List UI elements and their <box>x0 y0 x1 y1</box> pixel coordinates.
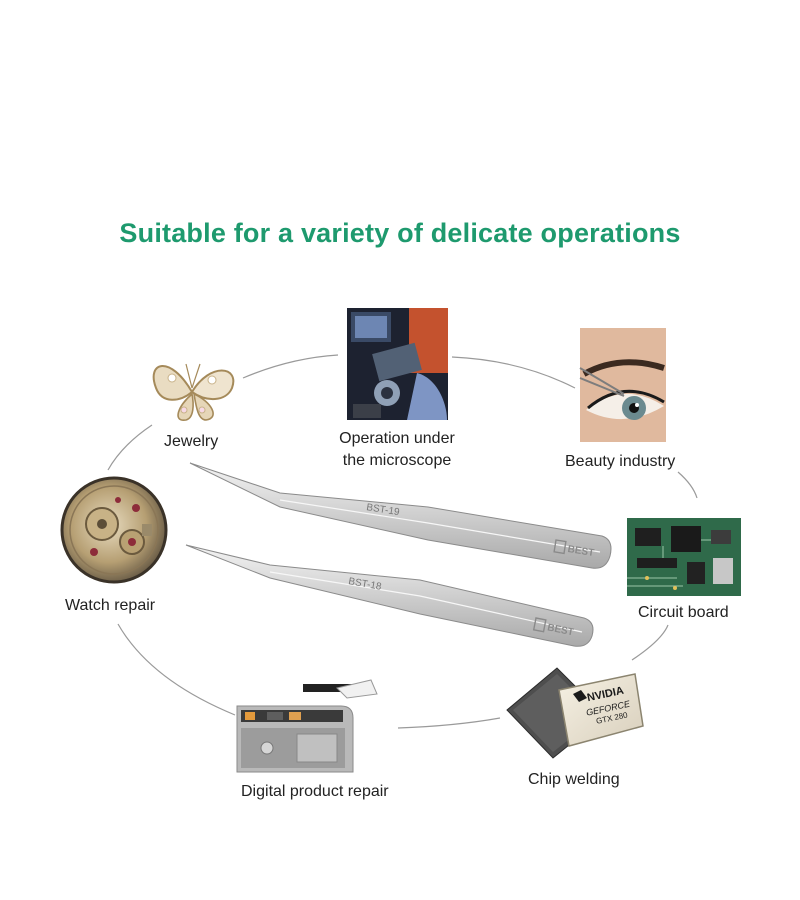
headline: Suitable for a variety of delicate opera… <box>119 218 681 248</box>
watch-movement-icon <box>60 476 168 584</box>
arc-microscope-beauty <box>451 356 576 389</box>
tweezer-bst-19-logo: BEST <box>567 544 595 559</box>
eyelash-photo-icon <box>579 328 666 442</box>
label-digital: Digital product repair <box>241 783 389 800</box>
arc-watch-digital <box>117 623 236 716</box>
arc-beauty-circuit <box>677 471 698 499</box>
arc-jewelry-watch <box>107 424 153 471</box>
phone-board-icon <box>236 679 378 773</box>
microscope-photo-icon <box>347 308 448 420</box>
best-logo-icon: BEST <box>532 617 575 638</box>
tweezer-bst-19-model: BST-19 <box>366 502 401 518</box>
label-microscope: Operation under the microscope <box>317 428 477 472</box>
arc-chip-circuit <box>631 624 669 661</box>
label-watch: Watch repair <box>65 597 156 614</box>
label-microscope-line1: Operation under <box>339 430 455 447</box>
arc-jewelry-microscope <box>242 354 339 379</box>
tweezer-bst-18-logo: BEST <box>546 622 574 638</box>
tweezer-bst-19: BST-19 BEST <box>189 462 612 569</box>
label-chip: Chip welding <box>528 771 620 788</box>
gpu-chip-icon <box>506 667 644 759</box>
tweezer-bst-18: BST-18 BEST <box>185 544 594 647</box>
label-jewelry: Jewelry <box>164 433 219 450</box>
label-circuit: Circuit board <box>638 604 729 621</box>
circuit-board-icon <box>627 518 741 596</box>
butterfly-brooch-icon <box>152 363 235 421</box>
arc-digital-chip <box>397 717 501 729</box>
best-logo-icon: BEST <box>553 539 595 559</box>
label-microscope-line2: the microscope <box>342 452 452 469</box>
label-beauty: Beauty industry <box>565 453 676 470</box>
connector-arcs <box>107 354 698 729</box>
